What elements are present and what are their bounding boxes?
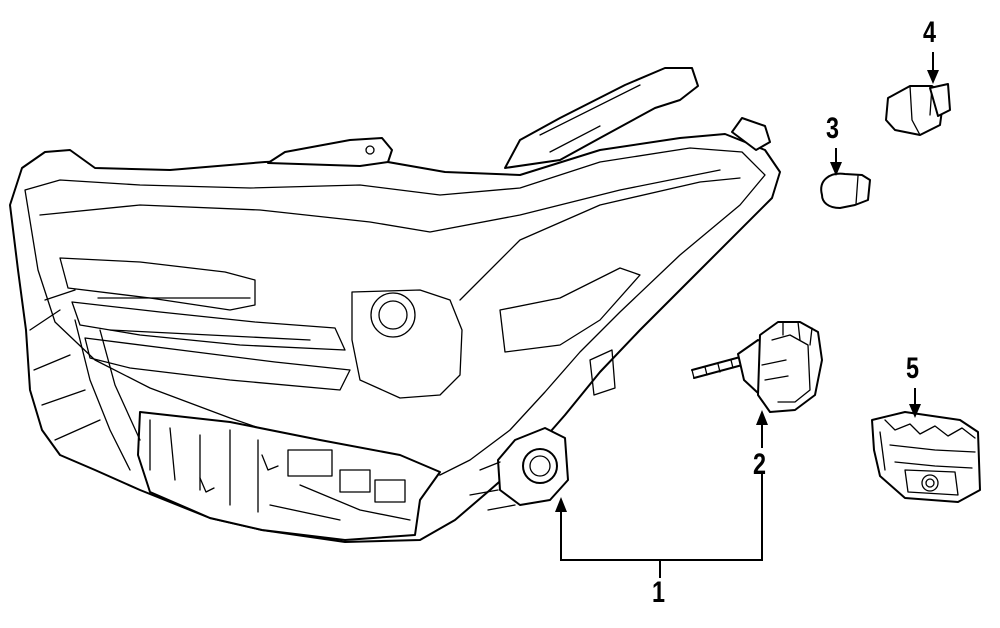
leader-lines <box>555 52 939 578</box>
marker-bulb <box>820 172 871 209</box>
control-module <box>871 411 981 503</box>
callout-1: 1 <box>652 576 666 609</box>
callout-2: 2 <box>753 448 767 481</box>
callout-5: 5 <box>906 352 920 385</box>
marker-socket <box>885 83 951 136</box>
headlamp-assembly <box>9 67 781 543</box>
socket-bulb <box>691 321 823 413</box>
callout-4: 4 <box>923 16 937 49</box>
callout-3: 3 <box>826 112 840 145</box>
